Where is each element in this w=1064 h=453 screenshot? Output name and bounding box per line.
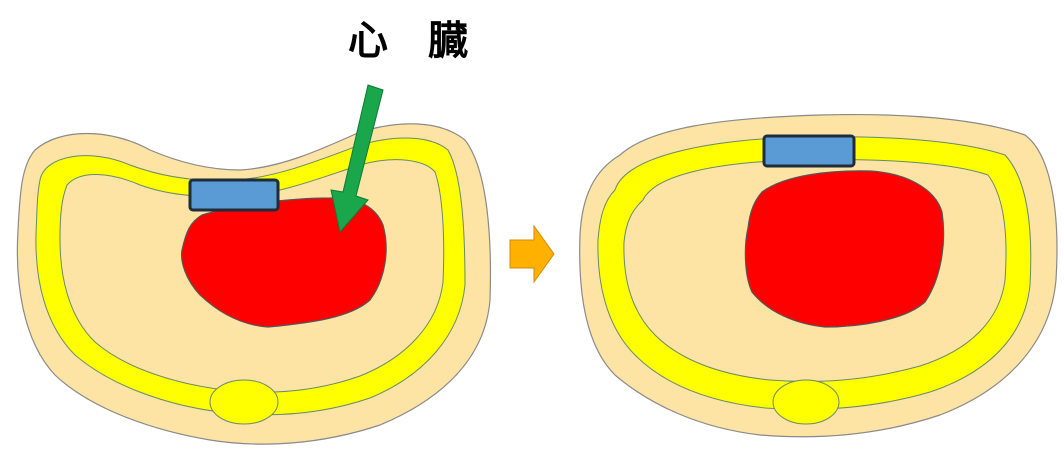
- left-sternum: [188, 178, 280, 212]
- left-cross-section: [16, 123, 492, 445]
- right-spine-vertebra: [772, 379, 840, 425]
- heart-label: 心 臓: [348, 18, 468, 64]
- left-spine-vertebra: [209, 379, 279, 425]
- green-arrow-icon: [330, 84, 384, 234]
- pointer-arrow: [330, 84, 384, 234]
- right-heart: [744, 170, 945, 328]
- left-heart: [181, 197, 387, 328]
- right-arrow-icon: [509, 224, 555, 284]
- right-cross-section: [579, 113, 1058, 438]
- right-sternum: [762, 134, 856, 168]
